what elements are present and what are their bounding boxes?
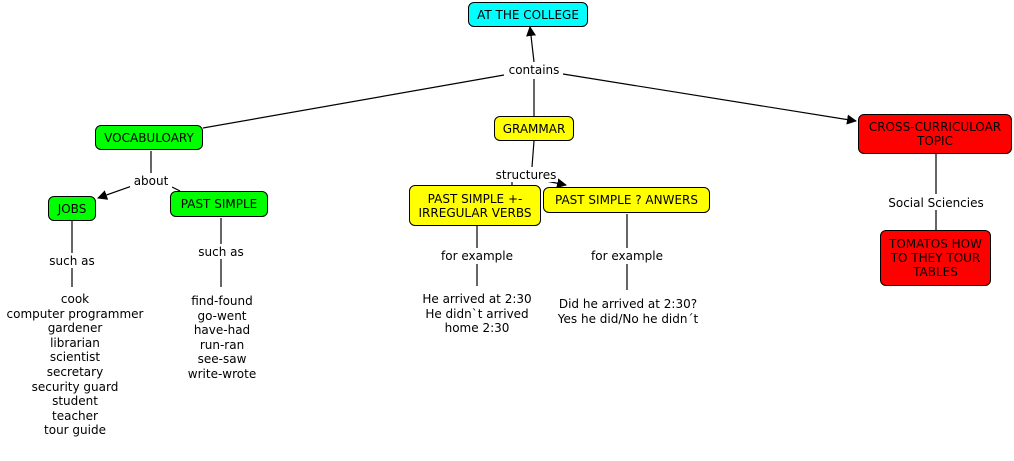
link-label-such-as-jobs: such as — [44, 254, 100, 268]
node-cross-curricular-topic: CROSS-CURRICULOAR TOPIC — [858, 114, 1012, 154]
link-label-social-sciences: Social Sciencies — [884, 196, 988, 210]
node-grammar: GRAMMAR — [494, 116, 574, 141]
node-jobs: JOBS — [48, 196, 96, 221]
link-contains-root — [526, 26, 536, 63]
verbs-list: find-found go-went have-had run-ran see-… — [187, 294, 257, 381]
link-label-such-as-verbs: such as — [193, 245, 249, 259]
link-about-jobs — [97, 185, 133, 200]
link-contains-cross — [562, 73, 857, 125]
node-past-simple-vocabulary: PAST SIMPLE — [170, 191, 268, 217]
link-label-contains: contains — [506, 63, 562, 77]
node-vocabulary: VOCABULOARY — [95, 125, 203, 150]
node-at-the-college: AT THE COLLEGE — [468, 2, 588, 27]
node-past-simple-irregular: PAST SIMPLE +- IRREGULAR VERBS — [409, 185, 541, 226]
link-label-about: about — [130, 174, 172, 188]
node-tomatos: TOMATOS HOW TO THEY TOUR TABLES — [880, 230, 991, 286]
link-about-pastsimple — [171, 186, 181, 192]
question-examples: Did he arrived at 2:30? Yes he did/No he… — [557, 297, 699, 326]
link-label-for-example-irregular: for example — [438, 249, 516, 263]
link-label-structures: structures — [494, 168, 558, 182]
node-past-simple-question: PAST SIMPLE ? ANWERS — [543, 187, 710, 213]
jobs-list: cook computer programmer gardener librar… — [6, 292, 144, 438]
irregular-examples: He arrived at 2:30 He didn`t arrived hom… — [422, 292, 532, 336]
link-vocabulary-contains — [202, 74, 505, 129]
link-label-for-example-question: for example — [588, 249, 666, 263]
link-grammar-structures — [531, 140, 535, 168]
